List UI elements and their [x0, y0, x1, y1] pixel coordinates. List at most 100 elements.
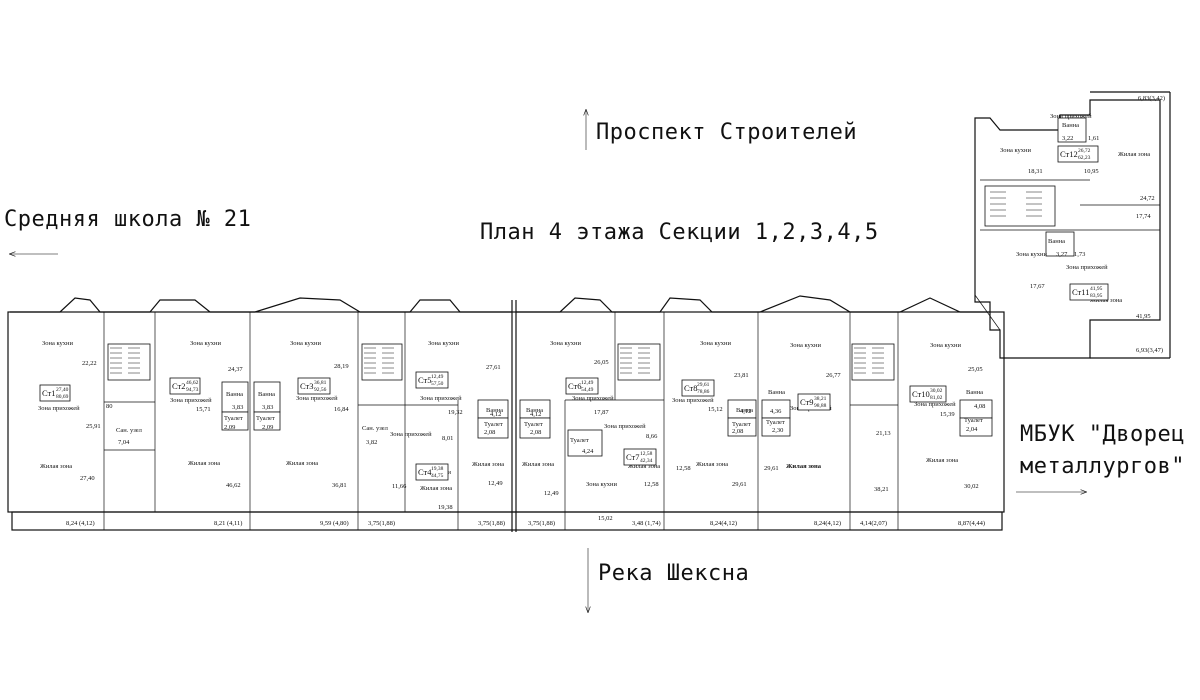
balcony-area: 3,48 (1,74): [632, 520, 661, 527]
hall-label-1: Зона прихожей: [38, 405, 80, 412]
apt-label: Ст5: [418, 375, 432, 385]
balcony-areas: 8,24 (4,12) 8,21 (4,11) 9,59 (4,80) 3,75…: [66, 95, 1165, 527]
balcony-area: 6,83(3,42): [1138, 95, 1165, 102]
apt-label: Ст12: [1060, 149, 1078, 159]
apt-label: Ст10: [912, 389, 930, 399]
area: 12,49: [488, 480, 503, 487]
bath-label-9: Ванна: [768, 389, 785, 396]
balcony-area: 3,75(1,88): [368, 520, 395, 527]
area: 10,95: [1084, 168, 1099, 175]
hall-label-8: Зона прихожей: [672, 397, 714, 404]
area: 4,12: [490, 411, 501, 418]
area: 80: [106, 403, 113, 410]
area: 15,39: [940, 411, 955, 418]
balcony-area: 8,24(4,12): [814, 520, 841, 527]
hall-label-5: Зона прихожей: [420, 395, 462, 402]
palace-label-line2: металлургов": [1020, 454, 1185, 479]
living-label-8: Жилая зона: [696, 461, 728, 468]
area: 8,66: [646, 433, 658, 440]
hall-label-3: Зона прихожей: [296, 395, 338, 402]
apt-label: Ст8: [684, 383, 698, 393]
hall-label-7: Зона прихожей: [604, 423, 646, 430]
area: 46,62: [226, 482, 241, 489]
area: 4,12: [740, 408, 751, 415]
area: 36,81: [332, 482, 347, 489]
living-label-5: Жилая зона: [472, 461, 504, 468]
area: 15,71: [196, 406, 211, 413]
toilet-label-10: Туалет: [964, 417, 983, 424]
apt-area: 41,95: [1090, 286, 1103, 292]
toilet-label-9: Туалет: [766, 419, 785, 426]
area: 16,84: [334, 406, 349, 413]
area: 27,40: [80, 475, 95, 482]
area: 12,58: [676, 465, 691, 472]
area: 24,72: [1140, 195, 1155, 202]
area: 25,05: [968, 366, 983, 373]
apt-label: Ст4: [418, 467, 432, 477]
apt-area: 81,02: [930, 395, 943, 401]
area: 2,08: [530, 429, 541, 436]
apt-area: 78,86: [697, 389, 710, 395]
apt-area: 62,23: [1078, 155, 1091, 161]
apt-area: 94,73: [186, 387, 199, 393]
kitchen-label-5: Зона кухни: [428, 340, 460, 347]
hall-label-10: Зона прихожей: [914, 401, 956, 408]
living-label-6: Жилая зона: [522, 461, 554, 468]
area: 28,19: [334, 363, 349, 370]
apt-area: 29,61: [697, 382, 710, 388]
balcony-area: 4,14(2,07): [860, 520, 887, 527]
hall-label-6: Зона прихожей: [572, 395, 614, 402]
area: 4,12: [530, 411, 541, 418]
apt-label: Ст2: [172, 381, 186, 391]
area: 17,67: [1030, 283, 1045, 290]
toilet-label-5: Туалет: [484, 421, 503, 428]
apt-label: Ст7: [626, 452, 640, 462]
kitchen-label-6: Зона кухни: [550, 340, 582, 347]
balcony-area: 8,87(4,44): [958, 520, 985, 527]
apt-area: 42,34: [640, 458, 653, 464]
apt-area: 19,38: [431, 466, 444, 472]
kitchen-label-7: Зона кухни: [586, 481, 618, 488]
area: 2,08: [732, 428, 743, 435]
apt-area: 12,58: [640, 451, 653, 457]
toilet-label-6: Туалет: [524, 421, 543, 428]
apt-area: 57,50: [431, 381, 444, 387]
river-label: Река Шексна: [598, 561, 750, 586]
apt-area: 80,69: [56, 394, 69, 400]
toilet-label-3: Туалет: [256, 415, 275, 422]
area: 12,58: [644, 481, 659, 488]
apt-area: 38,21: [814, 396, 827, 402]
kitchen-label-1: Зона кухни: [42, 340, 74, 347]
apt-area: 12,49: [581, 380, 594, 386]
area: 27,61: [486, 364, 501, 371]
combined-label-1: Сан. узел: [116, 427, 143, 434]
area: 24,37: [228, 366, 243, 373]
hall-label-4: Зона прихожей: [390, 431, 432, 438]
kitchen-label-3: Зона кухни: [290, 340, 322, 347]
area: 19,38: [438, 504, 453, 511]
area: 3,83: [232, 404, 243, 411]
area: 12,49: [544, 490, 559, 497]
bath-label-3: Ванна: [258, 391, 275, 398]
area: 4,24: [582, 448, 594, 455]
area: 4,36: [770, 408, 782, 415]
hall-label-12: Зона прихожей: [1050, 113, 1092, 120]
apt-area: 36,81: [314, 380, 327, 386]
balcony-area: 8,21 (4,11): [214, 520, 242, 527]
apt-label: Ст11: [1072, 287, 1089, 297]
area: 29,61: [764, 465, 779, 472]
apt-area: 30,02: [930, 388, 943, 394]
apt-area: 27,40: [56, 387, 69, 393]
area: 26,05: [594, 359, 609, 366]
bath-label-6: Ванна: [526, 407, 543, 414]
area: 22,22: [82, 360, 97, 367]
apt-area: 98,88: [814, 403, 827, 409]
apt-area: 12,49: [431, 374, 444, 380]
area: 21,13: [876, 430, 891, 437]
area: 2,09: [224, 424, 235, 431]
area: 15,12: [708, 406, 723, 413]
area: 11,66: [392, 483, 407, 490]
area: 2,08: [484, 429, 495, 436]
